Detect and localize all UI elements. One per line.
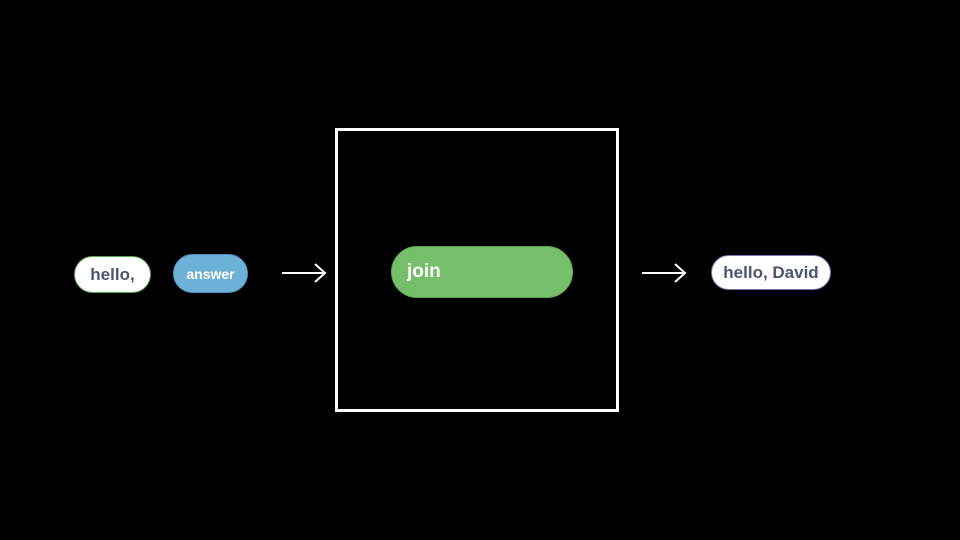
output-text-block: hello, David [711, 255, 831, 290]
join-block-label: join [407, 261, 441, 282]
input-answer-block: answer [173, 254, 248, 293]
output-text-label: hello, David [723, 262, 819, 282]
input-answer-label: answer [186, 265, 235, 282]
input-text-block: hello, [74, 256, 151, 293]
arrow-right-icon [642, 263, 687, 283]
function-box [335, 128, 619, 412]
arrow-right-icon [282, 263, 327, 283]
input-text-label: hello, [90, 264, 135, 284]
join-block: join [391, 246, 573, 298]
